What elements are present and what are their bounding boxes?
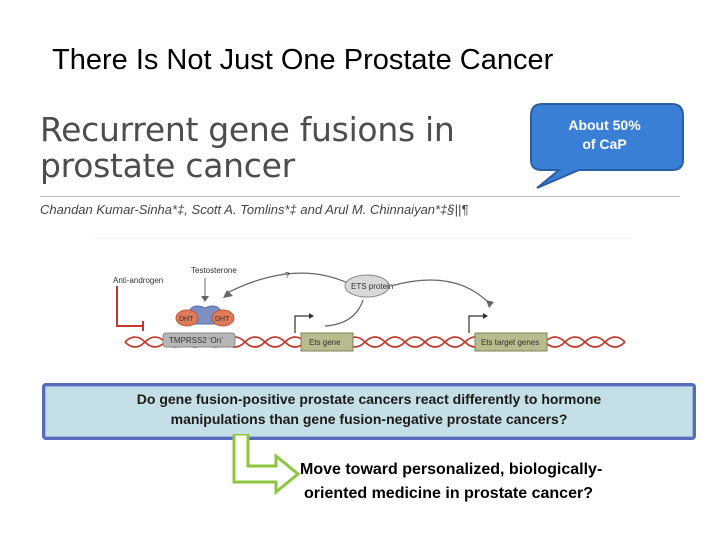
conclusion-text: Move toward personalized, biologically- … — [300, 458, 602, 506]
paper-title-line-2: prostate cancer — [40, 146, 295, 185]
paper-authors: Chandan Kumar-Sinha*‡, Scott A. Tomlins*… — [40, 202, 469, 217]
label-ets-protein: ETS protein — [351, 282, 393, 291]
question-box — [42, 383, 696, 440]
label-dht-right: DHT — [215, 316, 230, 323]
paper-title-line-1: Recurrent gene fusions in — [40, 110, 455, 149]
bent-arrow — [232, 434, 301, 496]
callout-line-2: of CaP — [582, 136, 627, 152]
label-dht-left: DHT — [179, 316, 194, 323]
conclusion-line-2: oriented medicine in prostate cancer? — [304, 485, 593, 502]
label-ets-gene: Ets gene — [309, 338, 341, 347]
question-line-1: Do gene fusion-positive prostate cancers… — [136, 391, 602, 407]
question-text: Do gene fusion-positive prostate cancers… — [42, 389, 696, 429]
paper-title: Recurrent gene fusions in prostate cance… — [40, 112, 455, 184]
callout-line-1: About 50% — [568, 117, 641, 133]
callout-bubble — [530, 103, 684, 189]
label-testosterone: Testosterone — [191, 266, 237, 275]
slide-title: There Is Not Just One Prostate Cancer — [52, 44, 554, 76]
label-tmprss2: TMPRSS2 'On' — [169, 336, 223, 345]
gene-fusion-diagram: Anti-androgen Testosterone DHT DHT TMPRS… — [95, 238, 632, 363]
ets-to-target-arrow — [390, 279, 491, 305]
anti-androgen-inhibition — [116, 286, 143, 327]
label-ets-target-genes: Ets target genes — [481, 338, 539, 347]
callout-text: About 50% of CaP — [527, 116, 682, 154]
label-question-mark: ? — [285, 271, 290, 280]
question-line-2: manipulations than gene fusion-negative … — [170, 411, 568, 427]
title-divider — [40, 196, 680, 197]
label-anti-androgen: Anti-androgen — [113, 276, 163, 285]
feedback-arrow — [224, 272, 351, 295]
androgen-receptor-complex: DHT DHT TMPRSS2 'On' — [162, 305, 236, 348]
conclusion-line-1: Move toward personalized, biologically- — [300, 461, 603, 478]
